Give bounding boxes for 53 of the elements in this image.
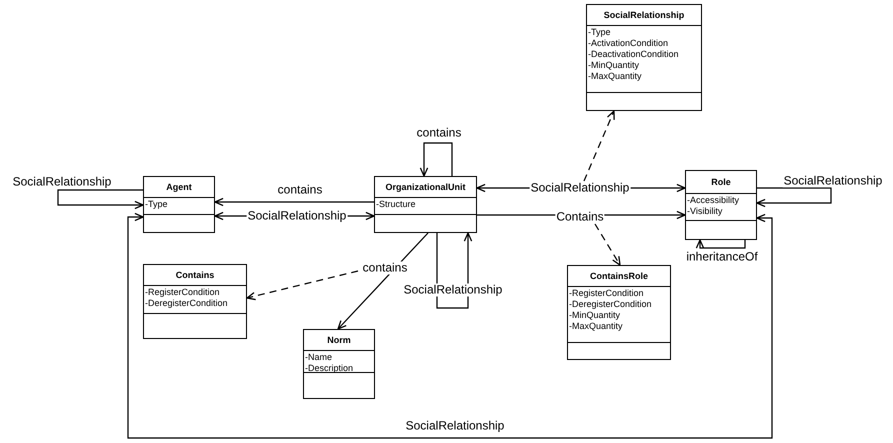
class-box [143, 264, 247, 339]
dashed-arrow [246, 270, 358, 300]
class-name: Agent [166, 182, 192, 192]
attribute-text: -Accessibility [687, 195, 740, 206]
edge-label: contains [362, 262, 408, 274]
edge-label: SocialRelationship [404, 420, 506, 432]
class-box [143, 176, 215, 233]
attribute-text: -MinQuantity [588, 60, 640, 71]
attribute-text: -DeregisterCondition [145, 298, 228, 309]
edge-label: SocialRelationship [402, 284, 504, 296]
dashed-arrow [594, 224, 621, 266]
class-box [685, 170, 757, 240]
attribute-text: -DeactivationCondition [588, 49, 679, 60]
attribute-text: -ActivationCondition [588, 38, 668, 49]
association-arrow [420, 142, 453, 177]
attribute-text: -MaxQuantity [588, 71, 642, 82]
edge-label: inheritanceOf [685, 250, 759, 264]
attribute-text: -Description [305, 363, 354, 374]
attribute-text: -RegisterCondition [569, 288, 644, 299]
edge-label: Contains [555, 210, 605, 224]
edge-label: contains [276, 184, 324, 196]
edge-label: contains [416, 126, 462, 140]
edge-label: SocialRelationship [246, 210, 348, 222]
class-name: Contains [176, 270, 214, 280]
association-arrow [127, 212, 773, 439]
class-name: ContainsRole [590, 271, 648, 281]
class-name: Role [711, 177, 731, 187]
attribute-text: -Visibility [687, 206, 722, 217]
class-box [586, 4, 702, 111]
class-name: Norm [327, 335, 351, 345]
class-box [374, 176, 477, 233]
attribute-text: -Name [305, 352, 332, 363]
attribute-text: -MaxQuantity [569, 321, 623, 332]
association-arrow [57, 189, 144, 210]
class-box [567, 265, 671, 360]
dashed-arrow [583, 110, 615, 182]
association-arrow [436, 232, 472, 309]
attribute-text: -Type [145, 199, 168, 210]
association-arrow [337, 232, 428, 330]
attribute-text: -RegisterCondition [145, 287, 220, 298]
edge-label: SocialRelationship [530, 182, 630, 194]
attribute-text: -Type [588, 27, 611, 38]
class-name: OrganizationalUnit [385, 182, 466, 192]
attribute-text: -DeregisterCondition [569, 299, 652, 310]
association-arrow [214, 198, 374, 206]
association-arrow [696, 239, 746, 249]
attribute-text: -Structure [376, 199, 416, 210]
edge-label: SocialRelationship [782, 174, 884, 188]
attribute-text: -MinQuantity [569, 310, 620, 321]
edge-label: SocialRelationship [12, 176, 112, 188]
association-arrow [756, 187, 832, 208]
class-box [303, 329, 375, 399]
class-name: SocialRelationship [604, 10, 684, 20]
